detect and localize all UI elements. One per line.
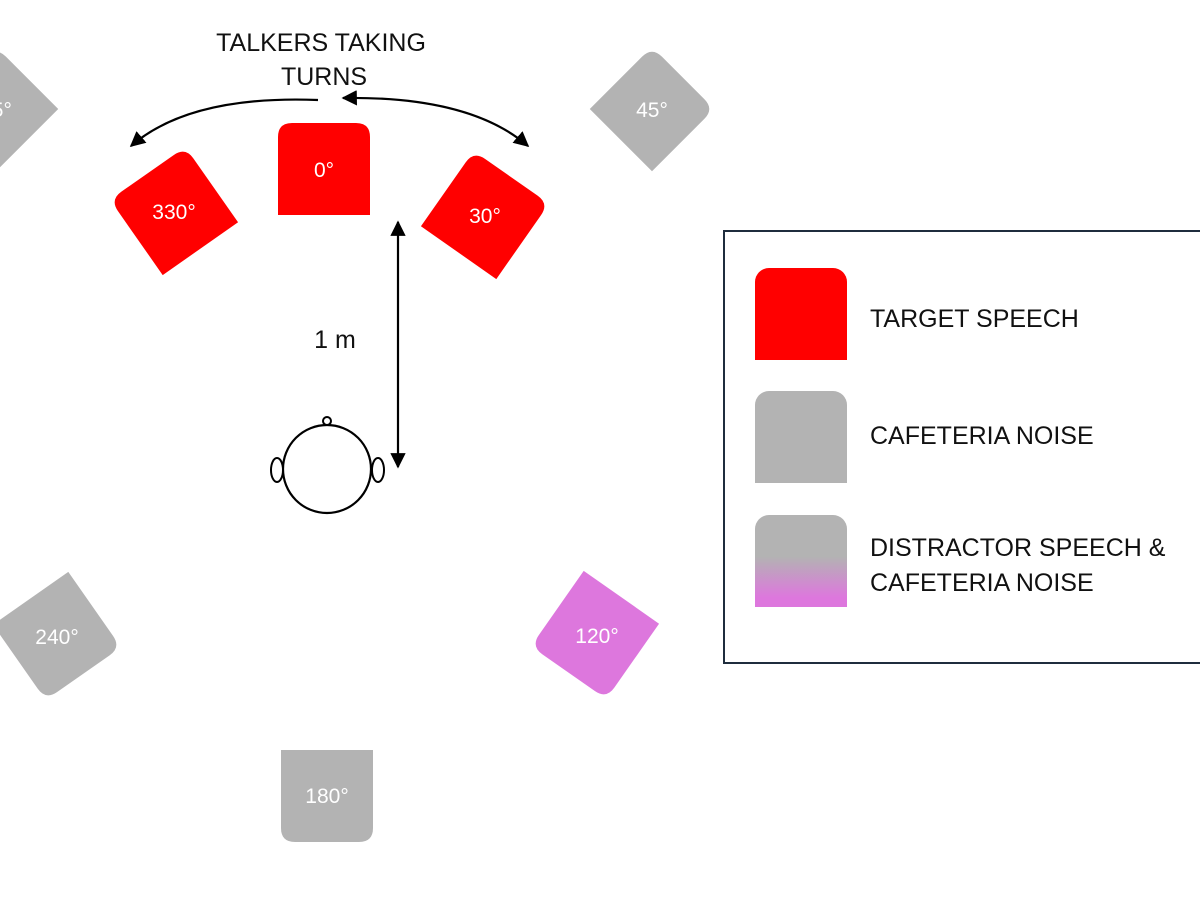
speaker-30-body [420,155,545,280]
speaker-240-label: 240° [35,626,78,649]
speaker-0-body [278,123,370,215]
legend-label-noise: CAFETERIA NOISE [870,422,1094,450]
speaker-0-label: 0° [314,159,334,182]
turn-arrow-left [129,98,319,148]
speaker-45-body [589,51,710,172]
speaker-315: 15° [0,51,59,172]
speaker-315-label: 15° [0,99,12,122]
title-line-1: TALKERS TAKING [216,29,426,57]
speaker-240-body [0,571,117,696]
legend-label-target: TARGET SPEECH [870,305,1079,333]
speaker-330: 330° [114,151,239,276]
speaker-120: 120° [535,570,660,695]
speaker-330-body [114,151,239,276]
title-line-2: TURNS [281,63,367,91]
turn-arrow-right [341,90,530,148]
legend-swatch-noise [755,391,847,483]
legend-box: TARGET SPEECH CAFETERIA NOISE DISTRACTOR… [723,230,1200,664]
speaker-45-label: 45° [636,99,668,122]
listener-head-icon [270,416,385,515]
speaker-120-body [535,570,660,695]
speaker-180: 180° [281,750,373,842]
legend-swatch-target [755,268,847,360]
speaker-180-label: 180° [305,785,348,808]
speaker-120-label: 120° [575,625,618,648]
speaker-315-body [0,51,59,172]
speaker-30: 30° [420,155,545,280]
speaker-0: 0° [278,123,370,215]
speaker-240: 240° [0,571,117,696]
legend-label-distractor: DISTRACTOR SPEECH & CAFETERIA NOISE [870,534,1166,597]
speaker-180-body [281,750,373,842]
legend-swatch-distractor [755,515,847,607]
speaker-45: 45° [589,51,710,172]
speaker-30-label: 30° [469,205,501,228]
distance-label: 1 m [314,326,356,354]
speaker-330-label: 330° [152,201,195,224]
